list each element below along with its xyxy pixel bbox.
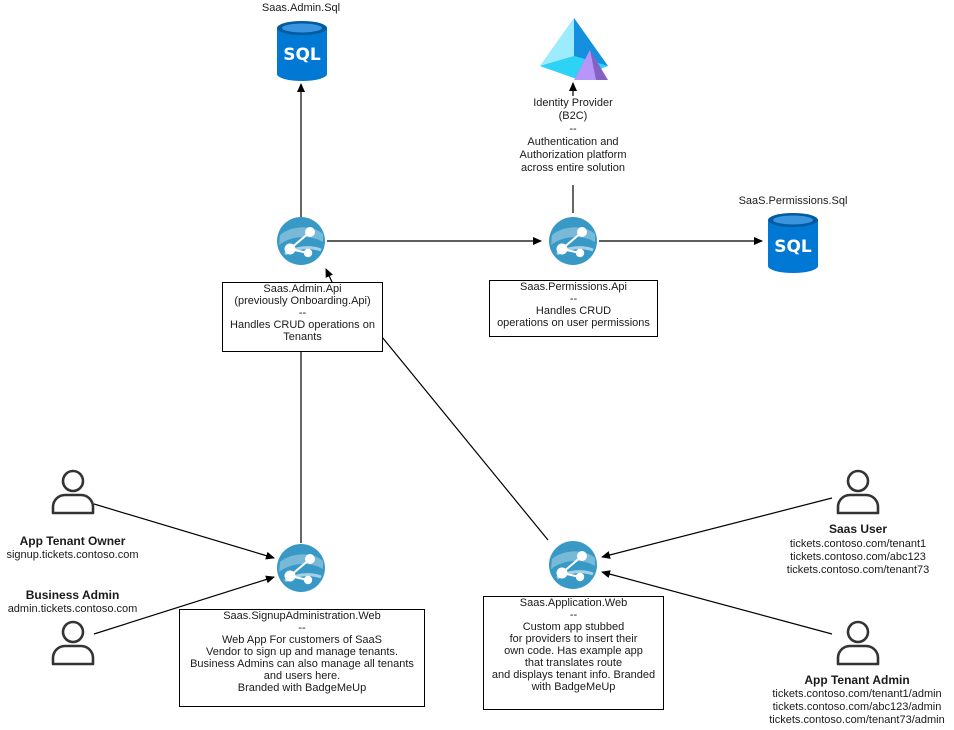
tenant-owner-title: App Tenant Owner — [19, 534, 126, 548]
user-icon — [51, 620, 95, 666]
permissions-api-box: Saas.Permissions.Api -- Handles CRUD ope… — [489, 280, 658, 337]
saas-user-title: Saas User — [828, 522, 888, 536]
user-icon — [51, 469, 95, 515]
edge-owner-to-signup — [93, 503, 275, 560]
saas-user-detail: tickets.contoso.com/tenant1 tickets.cont… — [786, 538, 930, 576]
tenant-admin-detail: tickets.contoso.com/tenant1/admin ticket… — [769, 688, 945, 726]
application-web-box: Saas.Application.Web -- Custom app stubb… — [483, 596, 664, 710]
edge-box-to-admin-api — [325, 268, 333, 283]
user-icon — [836, 469, 880, 515]
sql-database-icon: SQL — [768, 213, 818, 273]
tenant-owner-detail: signup.tickets.contoso.com — [6, 549, 139, 561]
admin-sql-label: Saas.Admin.Sql — [261, 2, 341, 14]
sql-database-icon: SQL — [277, 21, 327, 81]
app-service-icon — [549, 541, 597, 589]
user-icon — [836, 620, 880, 666]
edge-application-to-admin-api — [381, 336, 549, 541]
edge-badmin-to-signup — [93, 575, 275, 635]
business-admin-detail: admin.tickets.contoso.com — [7, 603, 138, 615]
app-service-icon — [277, 217, 325, 265]
app-service-icon — [549, 217, 597, 265]
business-admin-title: Business Admin — [25, 588, 120, 602]
signup-web-box: Saas.SignupAdministration.Web -- Web App… — [179, 609, 425, 707]
app-service-icon — [277, 544, 325, 592]
edge-saasuser-to-application — [601, 497, 833, 559]
permissions-sql-label: SaaS.Permissions.Sql — [738, 195, 848, 207]
edge-tenantadmin-to-application — [601, 570, 833, 635]
admin-api-box: Saas.Admin.Api (previously Onboarding.Ap… — [222, 282, 383, 352]
identity-provider-label: Identity Provider (B2C) -- Authenticatio… — [519, 97, 627, 174]
svg-text:SQL: SQL — [283, 45, 321, 65]
tenant-admin-title: App Tenant Admin — [804, 673, 910, 687]
azure-ad-b2c-icon — [540, 18, 608, 80]
svg-text:SQL: SQL — [774, 237, 812, 257]
